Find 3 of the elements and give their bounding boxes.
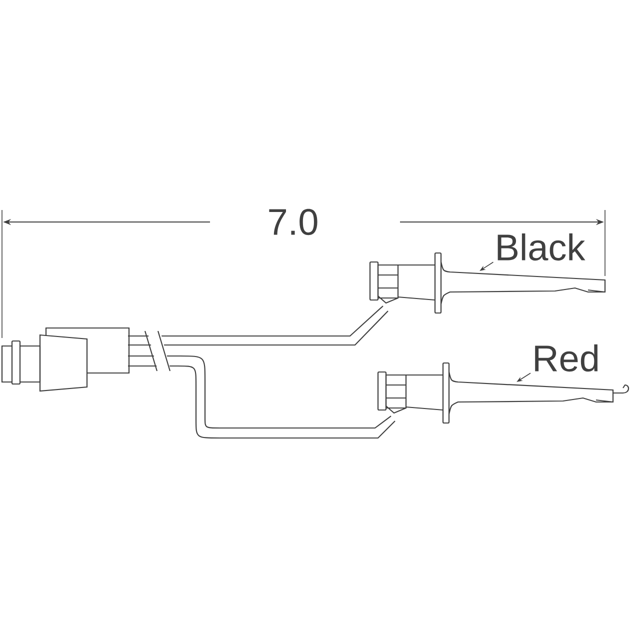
clip-label: Red <box>535 344 598 372</box>
dimension-label: 7.0 <box>269 208 318 236</box>
clip-label: Black <box>498 233 586 261</box>
